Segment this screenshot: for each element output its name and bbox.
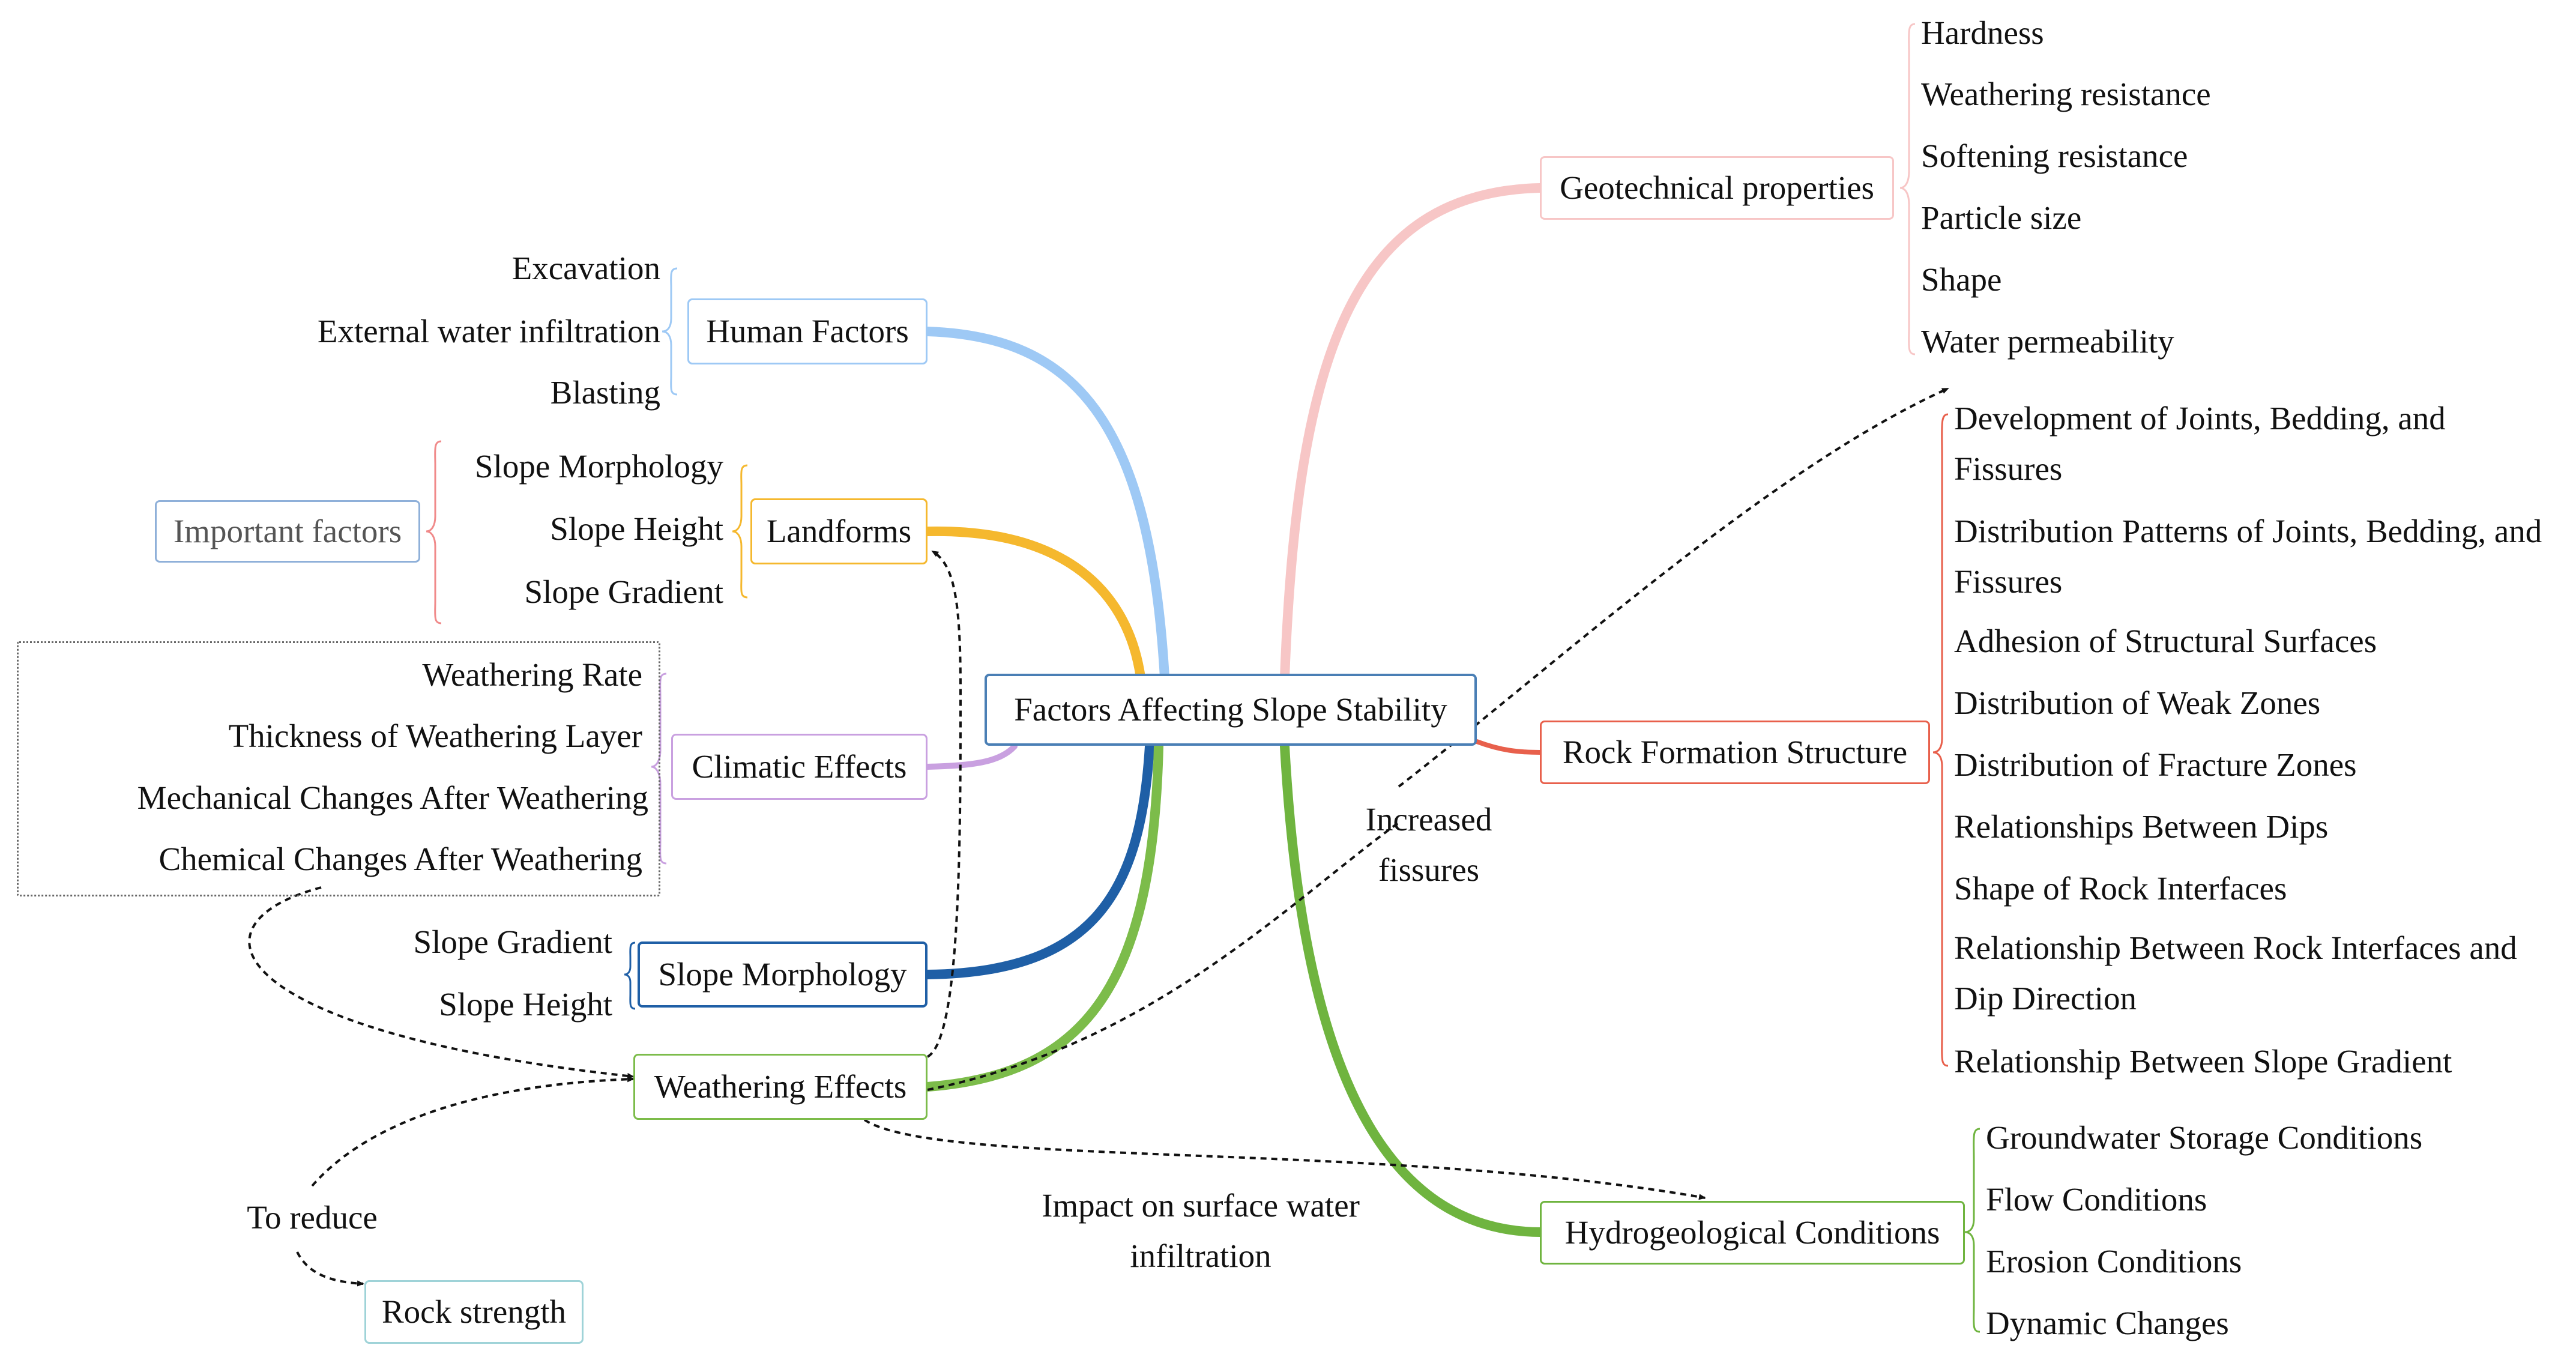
arrow-chemical-to-weathering xyxy=(248,886,635,1079)
node-climatic-effects[interactable]: Climatic Effects xyxy=(671,734,928,800)
label-impact-surface-water: Impact on surface water infiltration xyxy=(1042,1187,1360,1274)
item-particle-size: Particle size xyxy=(1921,199,2082,236)
node-rock-formation-structure-label: Rock Formation Structure xyxy=(1562,734,1908,770)
arrow-weathering-to-landforms xyxy=(926,550,962,1058)
label-increased-fissures: Increased fissures xyxy=(1365,801,1492,888)
climatic-items-frame xyxy=(17,641,660,896)
arrow-reduce-to-rock-strength xyxy=(296,1251,364,1287)
note-important-factors-label: Important factors xyxy=(173,513,402,549)
node-landforms-label: Landforms xyxy=(766,513,912,549)
item-slope-height: Slope Height xyxy=(550,510,723,547)
central-topic-label: Factors Affecting Slope Stability xyxy=(1014,691,1447,728)
label-to-reduce: To reduce xyxy=(247,1199,378,1236)
node-hydrogeological-conditions[interactable]: Hydrogeological Conditions xyxy=(1540,1201,1965,1265)
link-landforms xyxy=(923,526,1145,682)
item-weathering-rate: Weathering Rate xyxy=(422,656,642,693)
item-fracture-zones: Distribution of Fracture Zones xyxy=(1954,746,2357,783)
arrow-weathering-to-hydrogeological xyxy=(863,1119,1706,1200)
item-softening-resistance: Softening resistance xyxy=(1921,138,2188,174)
bracket-important xyxy=(426,440,442,624)
item-external-water-infiltration: External water infiltration xyxy=(317,313,660,349)
node-weathering-effects-label: Weathering Effects xyxy=(654,1068,907,1105)
node-landforms[interactable]: Landforms xyxy=(750,498,928,564)
link-rock-formation xyxy=(1474,739,1542,755)
item-groundwater-storage: Groundwater Storage Conditions xyxy=(1986,1119,2423,1156)
bracket-hydrogeological xyxy=(1964,1128,1980,1333)
node-weathering-effects[interactable]: Weathering Effects xyxy=(633,1054,928,1120)
item-development-joints: Development of Joints, Bedding, and Fiss… xyxy=(1954,400,2446,487)
node-rock-strength[interactable]: Rock strength xyxy=(364,1280,584,1344)
link-slope-morphology xyxy=(923,742,1154,979)
item-hardness: Hardness xyxy=(1921,14,2044,51)
link-human-factors xyxy=(923,327,1169,682)
item-thickness-weathering-layer: Thickness of Weathering Layer xyxy=(228,718,642,754)
bracket-rock-formation xyxy=(1932,413,1949,1067)
item-slope-morphology: Slope Morphology xyxy=(474,448,723,485)
node-human-factors-label: Human Factors xyxy=(706,313,909,349)
item-weathering-resistance: Weathering resistance xyxy=(1921,76,2211,112)
item-mechanical-changes: Mechanical Changes After Weathering xyxy=(137,779,648,816)
item-distribution-patterns: Distribution Patterns of Joints, Bedding… xyxy=(1954,513,2542,600)
item-dynamic-changes: Dynamic Changes xyxy=(1986,1305,2229,1341)
node-rock-strength-label: Rock strength xyxy=(381,1293,567,1330)
item-shape-rock-interfaces: Shape of Rock Interfaces xyxy=(1954,870,2287,907)
bracket-landforms xyxy=(732,464,748,599)
bracket-human-factors xyxy=(662,267,678,396)
node-rock-formation-structure[interactable]: Rock Formation Structure xyxy=(1540,721,1930,784)
item-chemical-changes: Chemical Changes After Weathering xyxy=(158,841,642,877)
node-geotechnical-properties[interactable]: Geotechnical properties xyxy=(1540,156,1894,220)
link-weathering-effects xyxy=(923,742,1163,1092)
item-erosion-conditions: Erosion Conditions xyxy=(1986,1243,2242,1280)
link-climatic-effects xyxy=(925,743,1018,770)
item-rock-interfaces-dip: Relationship Between Rock Interfaces and… xyxy=(1954,929,2517,1017)
item-shape: Shape xyxy=(1921,261,2002,298)
item-water-permeability: Water permeability xyxy=(1921,323,2174,360)
item-excavation: Excavation xyxy=(511,250,660,286)
item-slope-height-2: Slope Height xyxy=(439,986,612,1023)
item-slope-gradient-relationship: Relationship Between Slope Gradient xyxy=(1954,1043,2452,1080)
item-relationships-dips: Relationships Between Dips xyxy=(1954,808,2329,845)
node-slope-morphology[interactable]: Slope Morphology xyxy=(638,941,928,1008)
bracket-geotechnical xyxy=(1899,23,1916,355)
bracket-slope-morph xyxy=(624,941,636,1010)
node-slope-morphology-label: Slope Morphology xyxy=(658,956,907,993)
item-weak-zones: Distribution of Weak Zones xyxy=(1954,685,2321,721)
item-slope-gradient: Slope Gradient xyxy=(524,573,723,610)
item-blasting: Blasting xyxy=(550,374,660,411)
central-topic[interactable]: Factors Affecting Slope Stability xyxy=(985,674,1477,746)
item-adhesion-surfaces: Adhesion of Structural Surfaces xyxy=(1954,623,2377,659)
node-human-factors[interactable]: Human Factors xyxy=(687,298,928,364)
node-hydrogeological-conditions-label: Hydrogeological Conditions xyxy=(1564,1214,1940,1251)
node-climatic-effects-label: Climatic Effects xyxy=(692,748,907,785)
node-geotechnical-properties-label: Geotechnical properties xyxy=(1560,169,1874,206)
arrow-reduce-to-weathering xyxy=(311,1076,635,1187)
arrow-weathering-to-fissures xyxy=(927,821,1400,1091)
link-geotechnical xyxy=(1280,183,1545,682)
link-hydrogeological xyxy=(1280,742,1545,1237)
note-important-factors[interactable]: Important factors xyxy=(155,500,420,563)
item-slope-gradient-2: Slope Gradient xyxy=(413,923,612,960)
item-flow-conditions: Flow Conditions xyxy=(1986,1181,2207,1218)
